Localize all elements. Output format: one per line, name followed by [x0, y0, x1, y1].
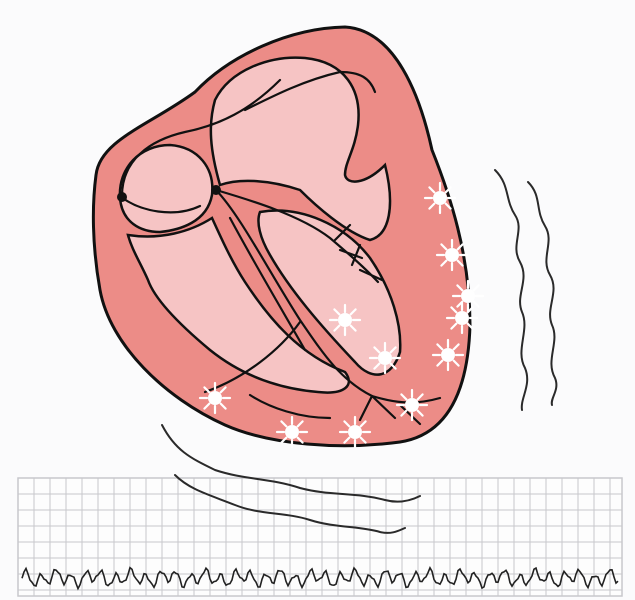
heart [93, 27, 483, 447]
spark-icon [277, 417, 307, 447]
spark-icon [330, 305, 360, 335]
wave-right-2 [528, 182, 556, 405]
spark-icon [340, 417, 370, 447]
av-node-icon [211, 185, 221, 195]
spark-icon [397, 390, 427, 420]
ecg-strip [18, 478, 622, 596]
wave-right-1 [495, 170, 527, 410]
spark-icon [433, 340, 463, 370]
spark-icon [370, 343, 400, 373]
spark-icon [437, 240, 467, 270]
spark-icon [425, 183, 455, 213]
spark-icon [447, 303, 477, 333]
spark-icon [453, 281, 483, 311]
sa-node-icon [117, 192, 127, 202]
right-atrium [120, 145, 212, 232]
spark-icon [200, 383, 230, 413]
